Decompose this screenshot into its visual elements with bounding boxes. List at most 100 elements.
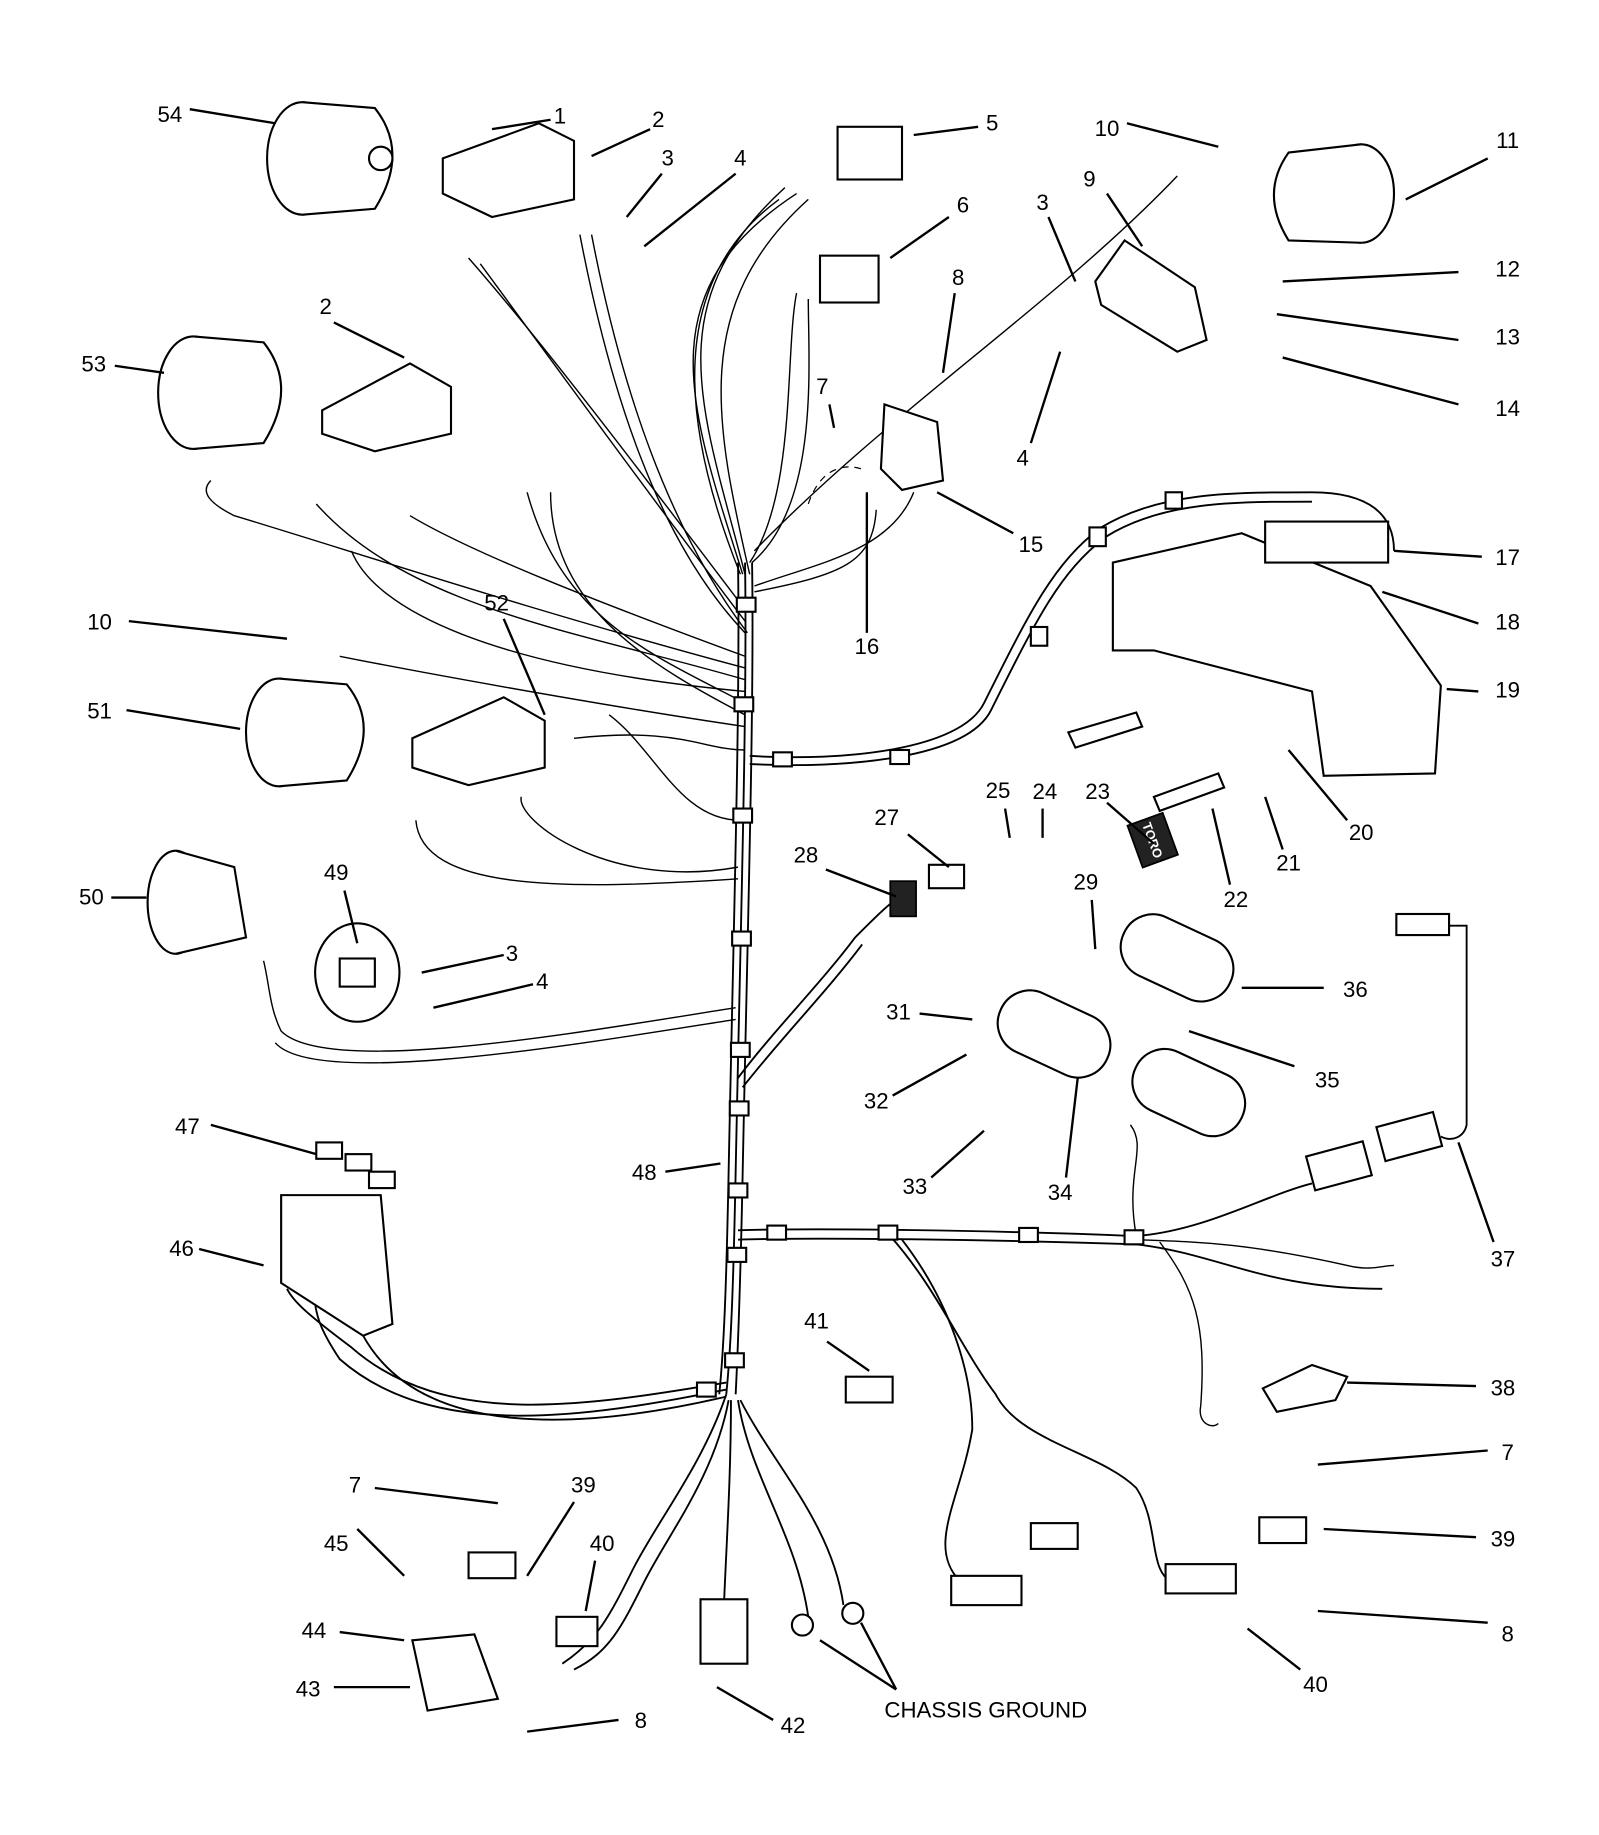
callout-leader-49 <box>343 890 359 944</box>
callout-label-53: 53 <box>81 352 106 377</box>
callout-label-7: 7 <box>1501 1440 1513 1465</box>
callout-label-7: 7 <box>349 1473 361 1498</box>
callout-leader-51 <box>126 709 241 731</box>
callout-leader-10 <box>1126 122 1219 148</box>
callout-leader-27 <box>907 833 950 869</box>
callout-leader-20 <box>1287 749 1349 822</box>
hour-meter-19 <box>1111 532 1442 777</box>
callout-label-8: 8 <box>635 1708 647 1733</box>
callout-label-3: 3 <box>506 941 518 966</box>
callout-label-14: 14 <box>1495 396 1520 421</box>
callout-leader-8 <box>1317 1609 1488 1624</box>
callout-leader-28 <box>825 868 897 898</box>
callout-label-33: 33 <box>903 1174 928 1199</box>
callout-label-41: 41 <box>804 1309 829 1334</box>
callout-leader-13 <box>1276 313 1459 342</box>
callout-leader-14 <box>1282 356 1459 406</box>
callout-label-3: 3 <box>1036 190 1048 215</box>
callout-leader-53 <box>114 364 165 374</box>
callout-label-50: 50 <box>79 885 104 910</box>
callout-label-49: 49 <box>324 860 349 885</box>
callout-leader-18 <box>1381 590 1479 625</box>
callout-label-2: 2 <box>652 107 664 132</box>
callout-label-54: 54 <box>157 102 182 127</box>
callout-leader-31 <box>919 1012 973 1021</box>
callout-leader-39 <box>1323 1527 1477 1539</box>
callout-label-40: 40 <box>1303 1672 1328 1697</box>
callout-label-21: 21 <box>1276 851 1301 876</box>
callout-label-29: 29 <box>1074 869 1099 894</box>
callout-label-45: 45 <box>324 1531 349 1556</box>
callout-label-38: 38 <box>1491 1375 1516 1400</box>
callout-label-25: 25 <box>986 778 1011 803</box>
callout-label-47: 47 <box>175 1114 200 1139</box>
callout-label-40: 40 <box>590 1531 615 1556</box>
callout-leader-34 <box>1064 1077 1079 1178</box>
chassis-ground-leader <box>819 1622 898 1691</box>
callout-leader-12 <box>1282 270 1459 283</box>
callout-label-16: 16 <box>854 634 879 659</box>
callout-leader-32 <box>892 1053 967 1097</box>
callout-leader-38 <box>1347 1381 1477 1388</box>
callout-label-18: 18 <box>1495 609 1520 634</box>
callout-leader-29 <box>1090 899 1097 950</box>
callout-label-32: 32 <box>864 1088 889 1113</box>
gauge-51 <box>244 677 546 788</box>
callout-label-13: 13 <box>1495 325 1520 350</box>
callout-leader-3 <box>625 172 663 218</box>
callout-label-7: 7 <box>816 374 828 399</box>
callout-leader-2 <box>591 128 651 158</box>
key-23: TORO <box>1126 811 1180 869</box>
relay-5 <box>836 125 904 181</box>
callout-label-1: 1 <box>554 103 566 128</box>
callout-leader-7 <box>374 1486 499 1505</box>
callout-leader-2 <box>333 321 405 359</box>
callout-label-20: 20 <box>1349 820 1374 845</box>
light-36 <box>1119 913 1235 1003</box>
callout-label-8: 8 <box>1501 1621 1513 1646</box>
callout-leader-15 <box>936 491 1014 535</box>
callout-leader-1 <box>491 118 551 131</box>
main-harness-trunk <box>725 562 747 1395</box>
callout-label-42: 42 <box>781 1713 806 1738</box>
callout-leader-37 <box>1457 1142 1495 1243</box>
callout-label-34: 34 <box>1048 1180 1073 1205</box>
callout-leader-4 <box>1029 351 1062 444</box>
callout-label-23: 23 <box>1085 779 1110 804</box>
callout-label-35: 35 <box>1315 1067 1340 1092</box>
callout-leader-35 <box>1188 1030 1295 1068</box>
callout-label-8: 8 <box>952 265 964 290</box>
switch-15 <box>879 402 945 492</box>
callout-label-48: 48 <box>632 1160 657 1185</box>
lower-right-branch <box>737 1182 1313 1238</box>
callout-leader-22 <box>1211 808 1232 885</box>
callout-leader-52 <box>502 618 546 716</box>
callout-leader-3 <box>421 953 504 974</box>
callout-label-44: 44 <box>302 1618 327 1643</box>
callout-label-36: 36 <box>1343 977 1368 1002</box>
callout-label-37: 37 <box>1491 1247 1516 1272</box>
right-harness-branch <box>749 491 1395 759</box>
light-34b <box>1131 1047 1247 1138</box>
harness-drawing: TORO <box>146 101 1468 1712</box>
callout-label-31: 31 <box>886 999 911 1024</box>
callout-leaders <box>111 108 1495 1733</box>
callout-leader-23 <box>1106 801 1155 845</box>
callout-leader-17 <box>1393 549 1482 558</box>
callout-leader-33 <box>930 1129 985 1179</box>
callout-leader-4 <box>433 983 534 1009</box>
gauge-53 <box>157 335 453 453</box>
callout-leader-45 <box>356 1528 405 1577</box>
callout-label-10: 10 <box>87 609 112 634</box>
callout-label-17: 17 <box>1495 545 1520 570</box>
callout-leader-40 <box>584 1560 597 1612</box>
callout-leader-7 <box>828 404 836 429</box>
gauge-11 <box>1094 143 1396 353</box>
callout-leader-21 <box>1264 796 1284 850</box>
callout-leader-46 <box>198 1247 264 1267</box>
callout-leader-54 <box>189 108 276 125</box>
callout-label-51: 51 <box>87 698 112 723</box>
callout-label-46: 46 <box>169 1236 194 1261</box>
callout-label-10: 10 <box>1095 116 1120 141</box>
